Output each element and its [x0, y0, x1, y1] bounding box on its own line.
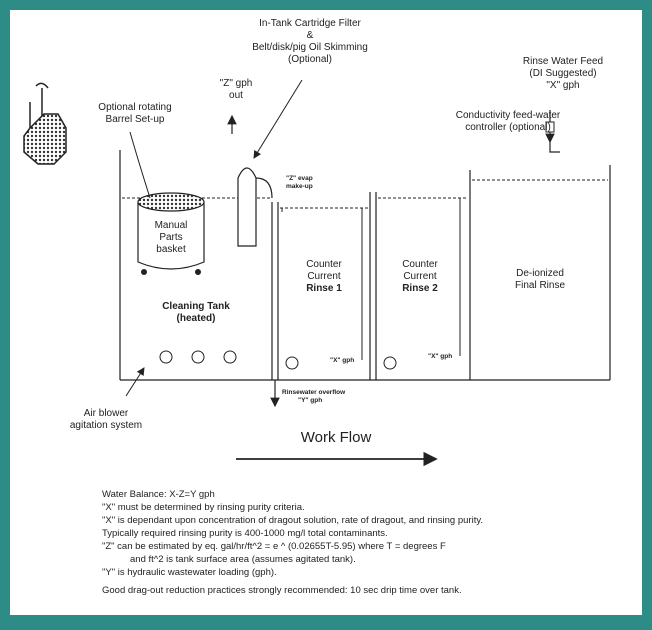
air-blower-pointer: [125, 367, 145, 397]
rinse1-label-2: Current: [307, 271, 341, 282]
parts-basket: [137, 192, 205, 275]
tank-outlines: [119, 150, 611, 381]
rinse2-label-2: Current: [403, 271, 437, 282]
cartridge-filter: [237, 167, 273, 247]
overflow-label-1: Rinsewater overflow: [282, 389, 346, 396]
basket-label-1: Manual: [155, 220, 188, 231]
note-z-rule: "Z" can be estimated by eq. gal/hr/ft^2 …: [102, 541, 446, 552]
rinse-transfer-pipes: [281, 198, 461, 360]
water-levels: [122, 179, 608, 209]
conductivity-sensor: [545, 121, 555, 133]
air-blower-label-1: Air blower: [84, 408, 129, 419]
cartridge-pointer-arrow: [253, 79, 303, 159]
rinse-feed-label-3: "X" gph: [546, 80, 579, 91]
rinse1-label-1: Counter: [306, 259, 342, 270]
basket-label-2: Parts: [159, 232, 182, 243]
note-balance: Water Balance: X-Z=Y gph: [102, 489, 215, 500]
rinse1-label-3: Rinse 1: [306, 283, 342, 294]
basket-label-3: basket: [156, 244, 186, 255]
note-typical: Typically required rinsing purity is 400…: [102, 528, 388, 539]
barrel-label-1: Optional rotating: [98, 102, 171, 113]
overflow-label-2: "Y" gph: [298, 397, 322, 404]
conductivity-label-2: controller (optional): [465, 122, 551, 133]
cleaning-tank-label-1: Cleaning Tank: [162, 301, 230, 312]
rotating-barrel-icon: [23, 82, 67, 165]
final-rinse-label-1: De-ionized: [516, 268, 564, 279]
z-out-label-2: out: [229, 90, 243, 101]
process-diagram: Manual Parts basket In-Tank Cartridge Fi…: [23, 18, 611, 467]
rinse-feed-label-2: (DI Suggested): [529, 68, 596, 79]
evap-label-1: "Z" evap: [286, 175, 313, 182]
note-good-practice: Good drag-out reduction practices strong…: [102, 585, 462, 596]
evap-label-2: make-up: [286, 183, 313, 190]
air-bubbles: [159, 350, 397, 370]
final-rinse-label-2: Final Rinse: [515, 280, 565, 291]
x-gph-label-1: "X" gph: [330, 357, 354, 364]
rinse2-label-1: Counter: [402, 259, 438, 270]
cartridge-label-3: (Optional): [288, 54, 332, 65]
note-y-rule: "Y" is hydraulic wastewater loading (gph…: [102, 567, 277, 578]
water-balance-notes: Water Balance: X-Z=Y gph "X" must be det…: [102, 488, 632, 597]
barrel-label-2: Barrel Set-up: [106, 114, 165, 125]
cleaning-tank-label-2: (heated): [177, 313, 216, 324]
cartridge-label-amp: &: [307, 30, 314, 41]
note-x-rule-2: "X" is dependant upon concentration of d…: [102, 515, 484, 526]
z-out-label-1: "Z" gph: [220, 78, 253, 89]
cartridge-label-1: In-Tank Cartridge Filter: [259, 18, 361, 29]
note-x-rule-1: "X" must be determined by rinsing purity…: [102, 502, 305, 513]
conductivity-label-1: Conductivity feed-water: [456, 110, 561, 121]
note-z-rule-cont: and ft^2 is tank surface area (assumes a…: [130, 554, 356, 565]
diagram-panel: Manual Parts basket In-Tank Cartridge Fi…: [10, 10, 642, 615]
air-blower-label-2: agitation system: [70, 420, 142, 431]
rinse-feed-pipe: [549, 142, 560, 153]
barrel-pointer-line: [129, 131, 151, 199]
rinse-feed-label-1: Rinse Water Feed: [523, 56, 603, 67]
work-flow-label: Work Flow: [301, 429, 372, 446]
cartridge-label-2: Belt/disk/pig Oil Skimming: [252, 42, 368, 53]
rinse2-label-3: Rinse 2: [402, 283, 438, 294]
x-gph-label-2: "X" gph: [428, 353, 452, 360]
